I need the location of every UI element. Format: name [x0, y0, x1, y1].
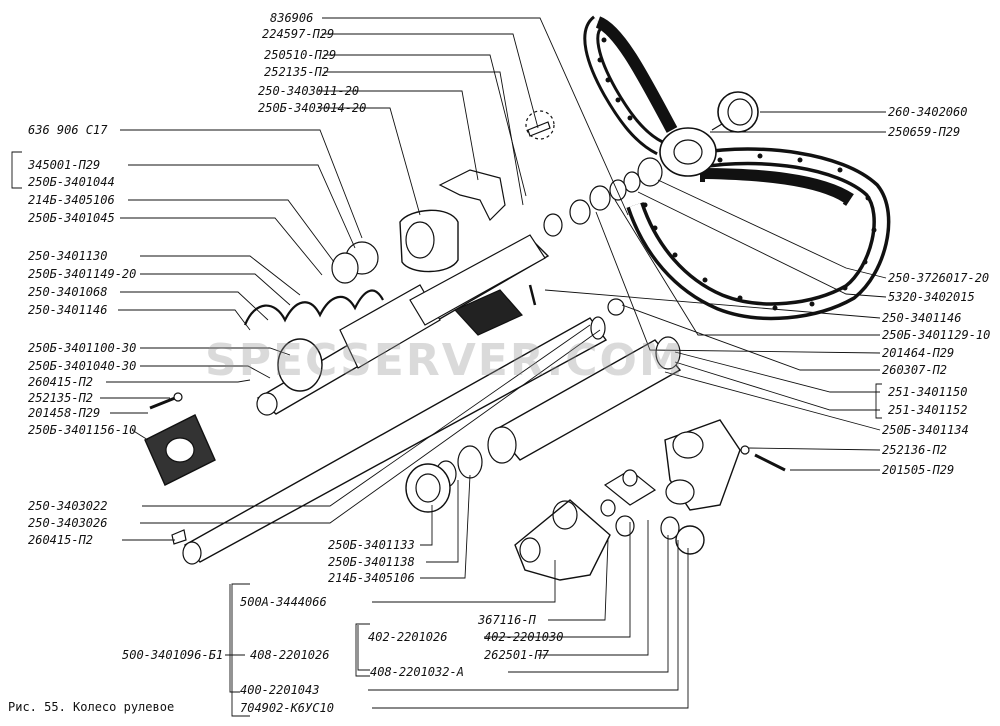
label-402-2201026: 402-2201026 [368, 630, 447, 644]
label-250b-3403014-20: 250Б-3403014-20 [258, 101, 366, 115]
label-251-3401152: 251-3401152 [888, 403, 967, 417]
label-260415-p2-lower: 260415-П2 [28, 533, 93, 547]
label-252136-p2: 252136-П2 [882, 443, 947, 457]
leader-lines [100, 17, 887, 709]
label-250b-3401045: 250Б-3401045 [28, 211, 115, 225]
label-214b-3405106-top: 214Б-3405106 [28, 193, 115, 207]
figure-caption: Рис. 55. Колесо рулевое [8, 700, 175, 714]
label-214b-3405106-bottom: 214Б-3405106 [328, 571, 415, 585]
label-250b-3401044: 250Б-3401044 [28, 175, 115, 189]
label-250-3403026: 250-3403026 [28, 516, 107, 530]
universal-joint-drawing [514, 419, 786, 581]
upper-shaft-drawing [243, 110, 627, 416]
label-250-3401130: 250-3401130 [28, 249, 107, 263]
steering-wheel-drawing [583, 15, 891, 321]
label-262501-p7: 262501-П7 [484, 648, 550, 662]
label-250-3401068: 250-3401068 [28, 285, 107, 299]
label-250b-3401149-20: 250Б-3401149-20 [28, 267, 136, 281]
label-201458-p29: 201458-П29 [28, 406, 100, 420]
label-500a-3444066: 500А-3444066 [240, 595, 327, 609]
outer-tube-drawing [405, 336, 682, 513]
label-250b-3401129-10: 250Б-3401129-10 [882, 328, 990, 342]
label-250-3401146-right: 250-3401146 [882, 311, 961, 325]
label-250b-3401134: 250Б-3401134 [882, 423, 969, 437]
label-500-3401096-b1: 500-3401096-Б1 [122, 648, 223, 662]
label-636906-c17: 636 906 С17 [28, 123, 108, 137]
label-250-3401146-left: 250-3401146 [28, 303, 107, 317]
label-250-3726017-20: 250-3726017-20 [888, 271, 989, 285]
label-250b-3401040-30: 250Б-3401040-30 [28, 359, 136, 373]
label-250-3403011-20: 250-3403011-20 [258, 84, 359, 98]
label-250b-3401156-10: 250Б-3401156-10 [28, 423, 136, 437]
label-252135-p2-top: 252135-П2 [264, 65, 329, 79]
label-250510-p29: 250510-П29 [264, 48, 336, 62]
label-260-3402060: 260-3402060 [888, 105, 967, 119]
label-250b-3401133: 250Б-3401133 [328, 538, 415, 552]
label-408-2201026: 408-2201026 [250, 648, 329, 662]
lower-shaft-drawing [171, 298, 625, 565]
label-250b-3401100-30: 250Б-3401100-30 [28, 341, 136, 355]
label-250659-p29: 250659-П29 [888, 125, 960, 139]
label-260307-p2: 260307-П2 [882, 363, 947, 377]
label-224597-p29: 224597-П29 [262, 27, 334, 41]
label-704902-k6us10: 704902-К6УС10 [240, 701, 334, 715]
label-408-2201032-a: 408-2201032-А [370, 665, 464, 679]
label-252135-p2-left: 252135-П2 [28, 391, 93, 405]
label-345001-p29: 345001-П29 [27, 158, 100, 172]
label-201505-p29: 201505-П29 [882, 463, 954, 477]
label-400-2201043: 400-2201043 [240, 683, 319, 697]
part-labels: 836906 224597-П29 250510-П29 252135-П2 2… [27, 11, 990, 715]
group-brackets [11, 151, 882, 717]
label-836906: 836906 [270, 11, 313, 25]
label-250-3403022: 250-3403022 [28, 499, 107, 513]
label-402-2201030: 402-2201030 [484, 630, 563, 644]
label-250b-3401138: 250Б-3401138 [328, 555, 415, 569]
flange-drawing [144, 392, 216, 486]
label-5320-3402015: 5320-3402015 [888, 290, 975, 304]
label-367116-p: 367116-П [477, 613, 537, 627]
label-260415-p2-upper: 260415-П2 [28, 375, 93, 389]
label-251-3401150: 251-3401150 [888, 385, 967, 399]
label-201464-p29: 201464-П29 [882, 346, 954, 360]
